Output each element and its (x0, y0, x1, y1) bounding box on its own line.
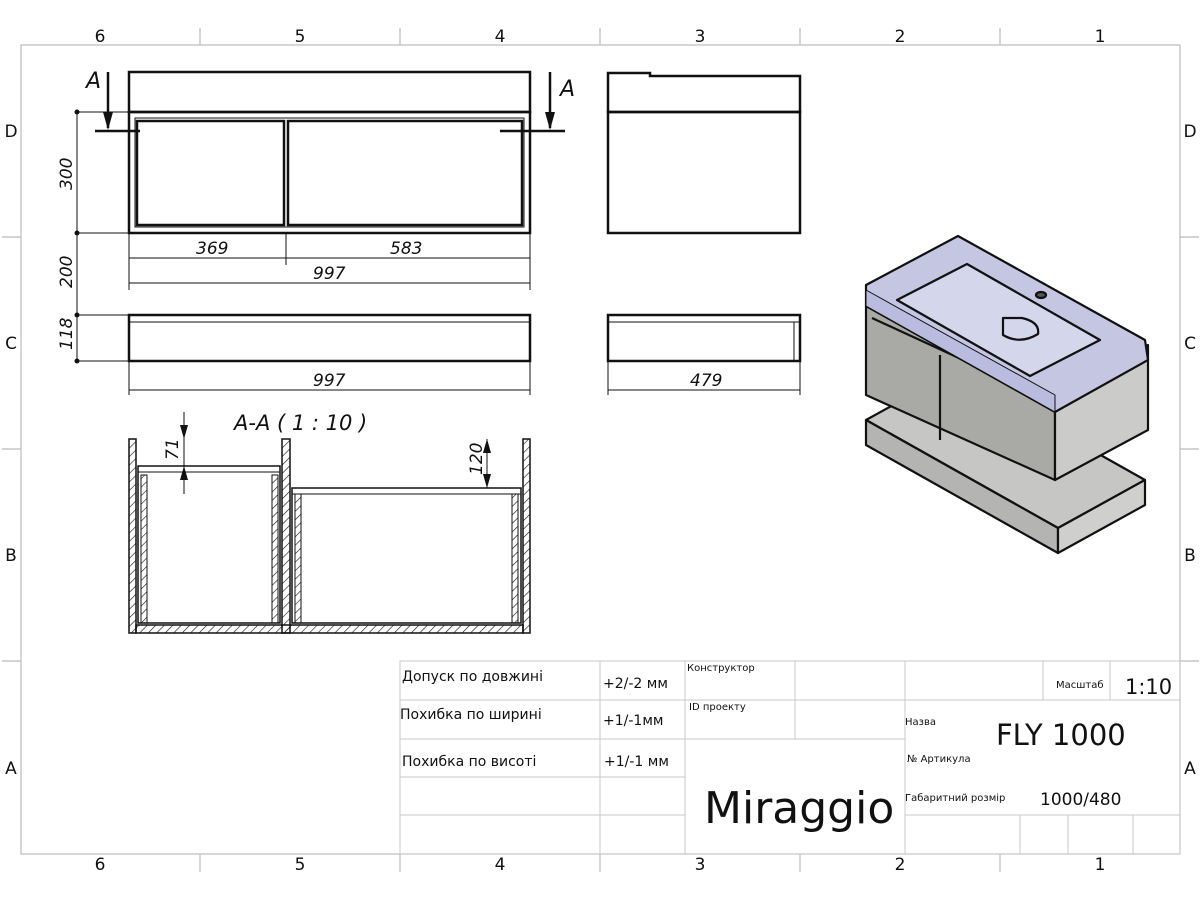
zone-col-3: 3 (695, 27, 706, 47)
overall-size-label: Габаритний розмір (905, 792, 1005, 804)
tolerance-height-value: +1/-1 мм (604, 754, 669, 770)
side-view (606, 71, 802, 235)
zone-row-a-right: A (1184, 759, 1196, 779)
zone-col-6: 6 (95, 27, 106, 47)
tolerance-length-value: +2/-2 мм (603, 676, 668, 692)
section-mark-right: A (558, 77, 575, 102)
section-title: A-A ( 1 : 10 ) (232, 411, 367, 435)
zone-col-1: 1 (1095, 27, 1106, 47)
zone-col-2-bottom: 2 (895, 855, 906, 875)
tolerance-width-label: Похибка по ширині (400, 707, 542, 723)
zone-col-2: 2 (895, 27, 906, 47)
dim-front-height: 300 (57, 158, 77, 190)
zone-row-b-right: B (1184, 546, 1196, 566)
dim-left-door: 369 (196, 239, 228, 259)
company-logo-text: Miraggio (704, 783, 894, 834)
section-view: A-A ( 1 : 10 ) 71 120 (128, 411, 531, 634)
dim-cabinet-width: 997 (313, 264, 346, 284)
scale-label: Масштаб (1056, 680, 1104, 691)
front-view: A A (84, 69, 575, 235)
dim-base-width: 997 (313, 371, 346, 391)
tolerance-height-label: Похибка по висоті (402, 754, 536, 770)
tolerance-width-value: +1/-1мм (603, 713, 663, 729)
zone-row-a: A (5, 759, 17, 779)
tolerance-length-label: Допуск по довжині (402, 669, 543, 685)
dim-section-top-left: 71 (163, 438, 183, 460)
dim-right-door: 583 (390, 239, 422, 259)
article-label: № Артикула (907, 754, 971, 765)
product-name: FLY 1000 (996, 718, 1126, 752)
isometric-render (864, 234, 1150, 555)
dimensions: 300 200 118 369 583 997 997 479 (57, 109, 801, 395)
zone-row-b: B (5, 546, 17, 566)
zone-row-d: D (4, 122, 17, 142)
section-mark-left: A (84, 69, 101, 94)
zone-col-4: 4 (495, 27, 506, 47)
zone-row-c: C (5, 334, 17, 354)
dim-gap-height: 200 (57, 256, 77, 288)
dim-section-top-right: 120 (467, 443, 487, 475)
zone-col-5-bottom: 5 (295, 855, 306, 875)
zone-col-6-bottom: 6 (95, 855, 106, 875)
zone-col-5: 5 (295, 27, 306, 47)
base-side-view (606, 313, 802, 363)
name-label: Назва (905, 717, 936, 728)
zone-col-1-bottom: 1 (1095, 855, 1106, 875)
designer-label: Конструктор (687, 663, 755, 674)
zone-row-d-right: D (1183, 122, 1196, 142)
zone-col-4-bottom: 4 (495, 855, 506, 875)
dim-base-height: 118 (57, 317, 77, 350)
zone-row-c-right: C (1184, 334, 1196, 354)
title-block: Допуск по довжині +2/-2 мм Похибка по ши… (399, 660, 1181, 855)
scale-value: 1:10 (1125, 675, 1172, 699)
zone-col-3-bottom: 3 (695, 855, 706, 875)
overall-size-value: 1000/480 (1040, 790, 1121, 810)
dim-base-depth: 479 (690, 371, 722, 391)
project-id-label: ID проекту (689, 702, 746, 713)
base-front-view (127, 313, 532, 363)
